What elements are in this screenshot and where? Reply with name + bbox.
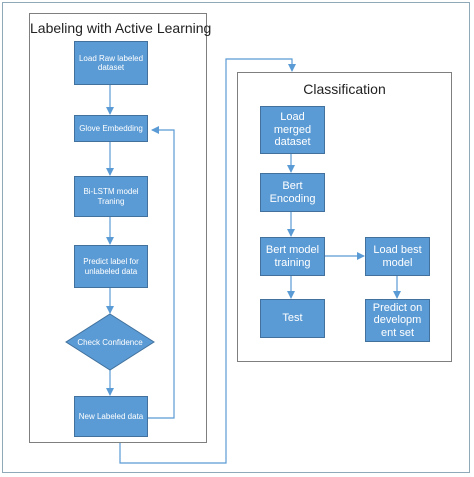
test-box: Test: [260, 299, 325, 338]
predict-unlabeled-box: Predict label for unlabeled data: [74, 245, 148, 288]
active-learning-panel-title: Labeling with Active Learning: [30, 20, 212, 36]
connector-between-panels: [119, 58, 296, 464]
glove-embedding-box: Glove Embedding: [74, 115, 148, 142]
predict-development-set-box: Predict on developm ent set: [365, 299, 430, 342]
classification-panel-title: Classification: [303, 81, 386, 97]
new-labeled-data-box: New Labeled data: [74, 396, 148, 437]
check-confidence-label: Check Confidence: [77, 337, 143, 347]
bilstm-training-box: Bi-LSTM model Traning: [74, 176, 148, 217]
check-confidence-diamond: [65, 313, 155, 371]
load-raw-dataset-box: Load Raw labeled dataset: [74, 41, 148, 85]
load-best-model-box: Load best model: [365, 237, 430, 276]
figure-frame: [2, 2, 470, 473]
bert-encoding-box: Bert Encoding: [260, 173, 325, 212]
bert-training-box: Bert model training: [260, 237, 325, 276]
load-merged-dataset-box: Load merged dataset: [260, 106, 325, 154]
arrow-feedback-loop: [148, 126, 175, 419]
